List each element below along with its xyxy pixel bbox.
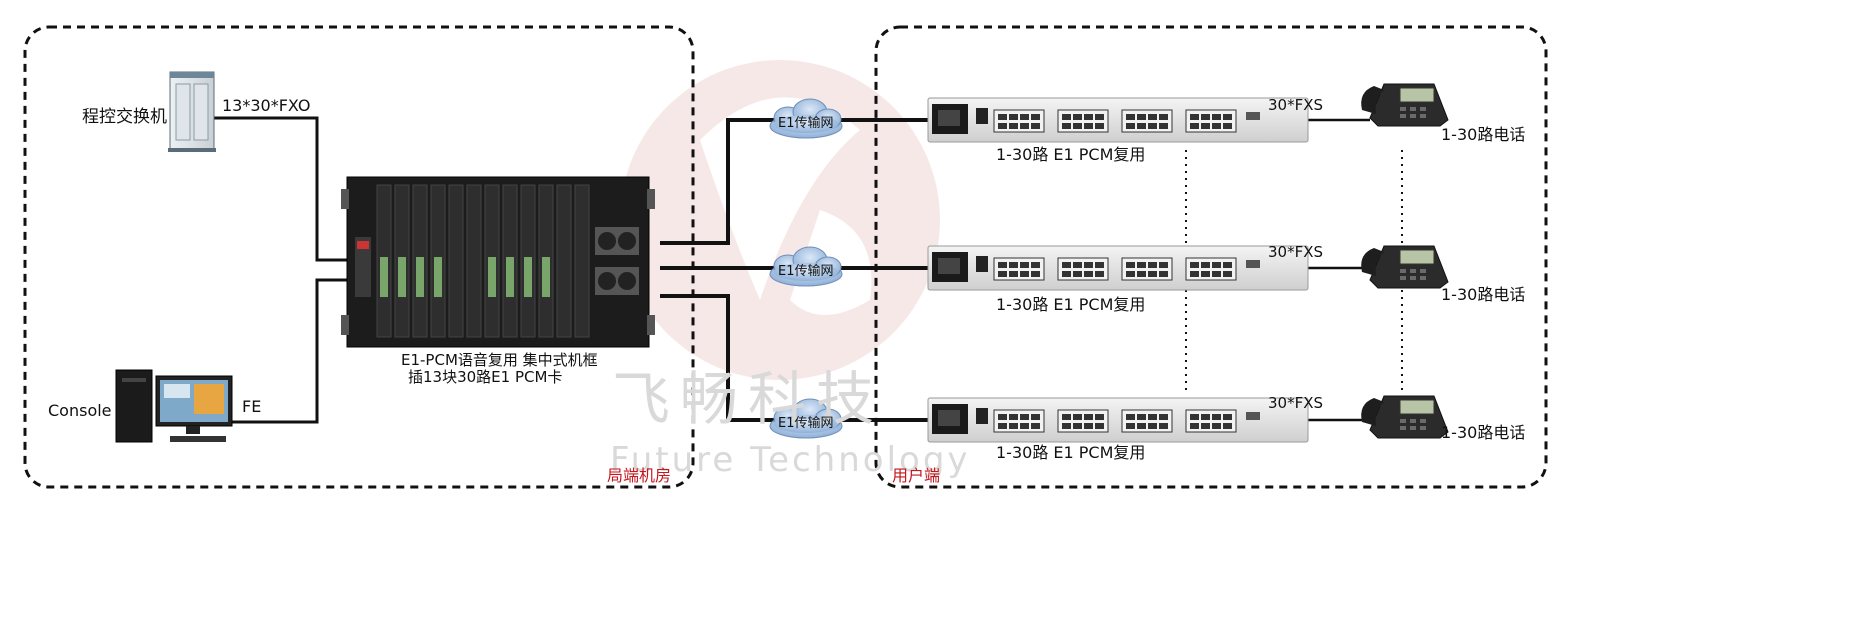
pcm-mux-icon-top <box>927 97 1309 143</box>
telephone-icon-top <box>1360 83 1449 127</box>
pcm-mux-icon-bottom <box>927 397 1309 443</box>
chassis-icon <box>341 176 655 348</box>
fxs-label-top: 30*FXS <box>1268 96 1324 114</box>
telephone-icon-middle <box>1360 245 1449 289</box>
fe-link-label: FE <box>242 397 262 416</box>
chassis-title: E1-PCM语音复用 集中式机框 <box>401 351 598 369</box>
phone-label-bottom: 1-30路电话 <box>1441 423 1526 442</box>
mux-label-middle: 1-30路 E1 PCM复用 <box>996 295 1146 314</box>
watermark-brand: 飞畅科技 <box>612 365 885 433</box>
pbx-label: 程控交换机 <box>82 107 167 127</box>
phone-label-top: 1-30路电话 <box>1441 125 1526 144</box>
watermark-brand-en: Future Technology <box>610 440 971 480</box>
central-zone-label: 局端机房 <box>607 466 672 485</box>
chassis-subtitle: 插13块30路E1 PCM卡 <box>408 368 563 386</box>
fxs-label-bottom: 30*FXS <box>1268 394 1324 412</box>
cloud-label-bottom: E1传输网 <box>778 416 834 431</box>
telephone-icon-bottom <box>1360 395 1449 439</box>
watermark-logo <box>620 60 940 380</box>
fxs-label-middle: 30*FXS <box>1268 243 1324 261</box>
user-zone-label: 用户端 <box>892 466 941 485</box>
fxo-link <box>213 116 347 262</box>
mux-label-bottom: 1-30路 E1 PCM复用 <box>996 443 1146 462</box>
central-office-zone <box>23 25 695 489</box>
pbx-cabinet-icon <box>168 71 216 152</box>
phone-label-middle: 1-30路电话 <box>1441 285 1526 304</box>
fxo-link-label: 13*30*FXO <box>222 96 311 115</box>
cloud-label-top: E1传输网 <box>778 116 834 131</box>
fe-link <box>222 278 347 424</box>
console-label: Console <box>48 401 112 420</box>
mux-label-top: 1-30路 E1 PCM复用 <box>996 145 1146 164</box>
user-side-zone <box>874 25 1548 489</box>
pcm-mux-icon-middle <box>927 245 1309 291</box>
computer-icon <box>115 369 233 443</box>
cloud-label-middle: E1传输网 <box>778 264 834 279</box>
